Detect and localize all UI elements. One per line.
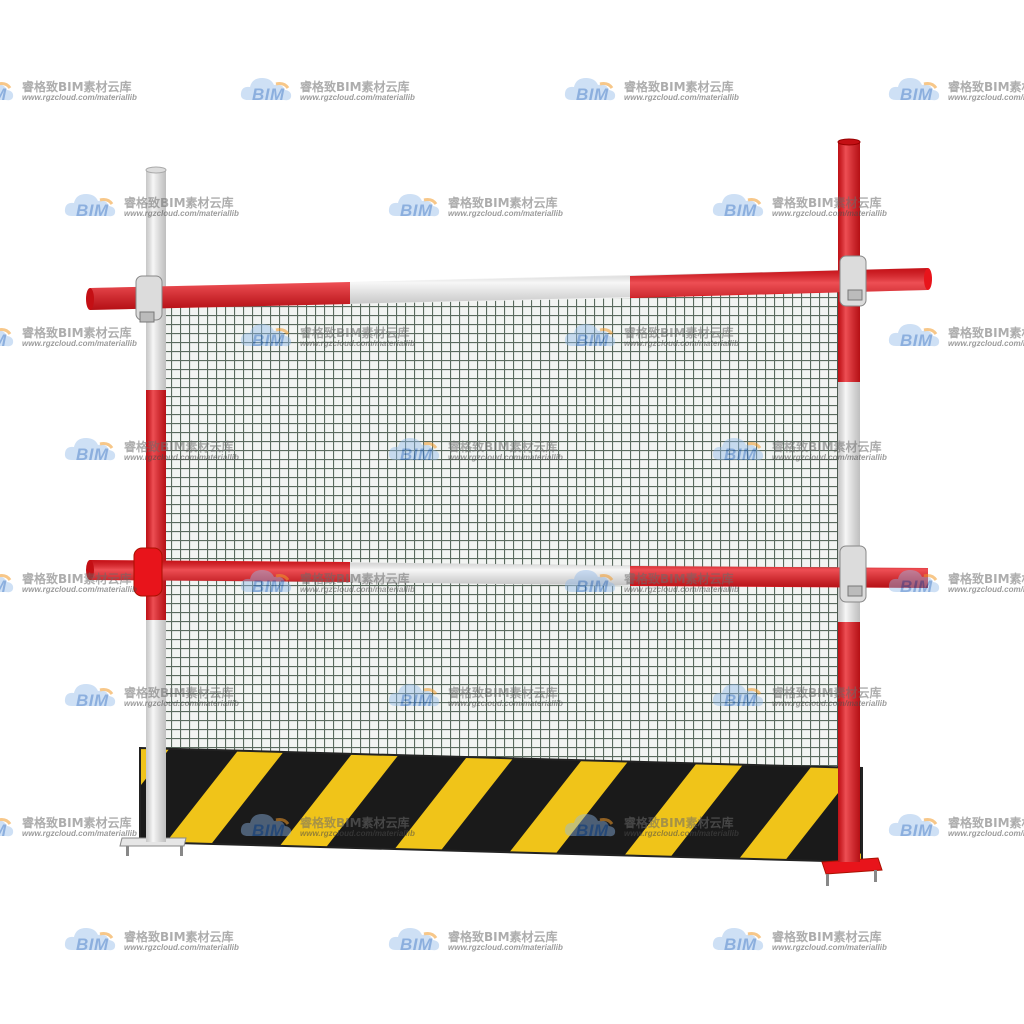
wire-mesh-panel	[159, 288, 839, 770]
clamp-mid-left	[133, 547, 163, 597]
left-post	[145, 166, 167, 842]
base-plate-right	[821, 857, 883, 886]
clamp-top-right	[839, 255, 867, 307]
clamp-mid-right	[839, 545, 867, 603]
right-post	[837, 138, 861, 862]
clamp-top-left	[135, 275, 163, 323]
